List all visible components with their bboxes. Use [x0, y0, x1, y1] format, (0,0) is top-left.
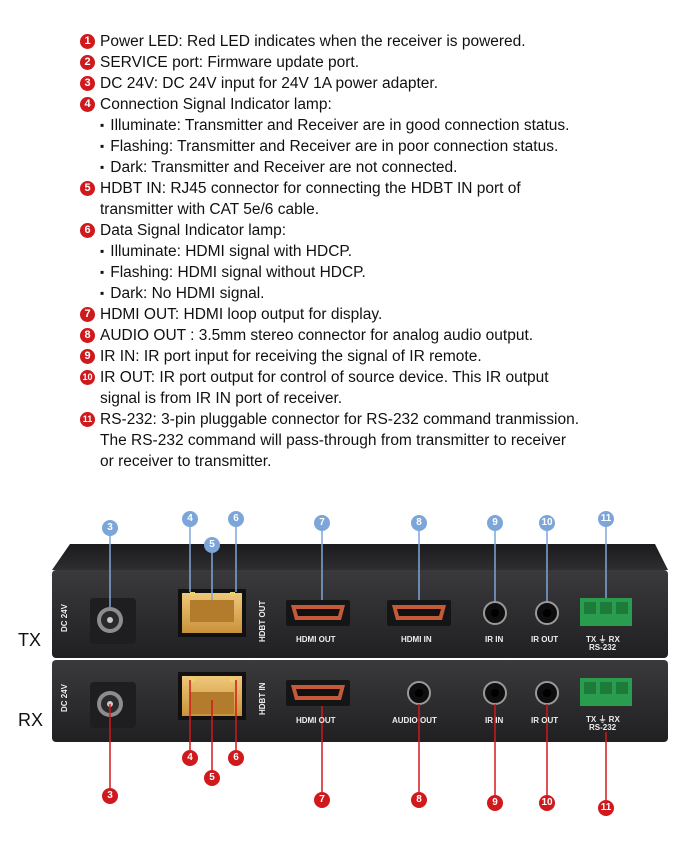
feature-number-badge: 5 [80, 181, 95, 196]
rx-callout-6: 6 [228, 750, 244, 766]
feature-sub-item: ▪ Illuminate: Transmitter and Receiver ar… [80, 115, 640, 136]
feature-sub-text: Flashing: HDMI signal without HDCP. [110, 264, 366, 281]
rx-hdbt-in-label: HDBT IN [258, 682, 267, 715]
feature-text: Power LED: Red LED indicates when the re… [100, 33, 526, 50]
tx-callout-8: 8 [411, 515, 427, 531]
feature-text: DC 24V: DC 24V input for 24V 1A power ad… [100, 75, 439, 92]
rx-side-label: RX [18, 710, 44, 730]
feature-text: IR OUT: IR port output for control of so… [100, 369, 549, 386]
rx-hdmi-out-label: HDMI OUT [296, 716, 336, 725]
feature-continuation: The RS-232 command will pass-through fro… [100, 432, 567, 449]
feature-item: 4 Connection Signal Indicator lamp: [80, 94, 640, 115]
tx-callout-lines [109, 527, 607, 607]
tx-callout-6: 6 [228, 511, 244, 527]
feature-list: 1 Power LED: Red LED indicates when the r… [80, 31, 640, 472]
feature-text: HDMI OUT: HDMI loop output for display. [100, 306, 383, 323]
tx-callout-5: 5 [204, 537, 220, 553]
tx-callout-10: 10 [539, 515, 555, 531]
feature-sub-item: ▪ Flashing: HDMI signal without HDCP. [80, 262, 640, 283]
rx-callout-7: 7 [314, 792, 330, 808]
feature-number-badge: 10 [80, 370, 95, 385]
rx-callout-10: 10 [539, 795, 555, 811]
feature-text: IR IN: IR port input for receiving the s… [100, 348, 482, 365]
tx-dc-label: DC 24V [60, 603, 69, 632]
rx-rs232-label: RS-232 [589, 723, 617, 732]
feature-item: 11 RS-232: 3-pin pluggable connector for … [80, 409, 640, 430]
feature-sub-item: ▪ Illuminate: HDMI signal with HDCP. [80, 241, 640, 262]
feature-item: 8 AUDIO OUT : 3.5mm stereo connector for … [80, 325, 640, 346]
bullet-icon: ▪ [100, 160, 105, 174]
feature-item: 5 HDBT IN: RJ45 connector for connecting … [80, 178, 640, 199]
rx-ir-in-label: IR IN [485, 716, 504, 725]
feature-number-badge: 1 [80, 34, 95, 49]
tx-device [52, 544, 668, 658]
feature-text: SERVICE port: Firmware update port. [100, 54, 360, 71]
feature-item: 1 Power LED: Red LED indicates when the r… [80, 31, 640, 52]
rx-device [52, 660, 668, 742]
feature-item: 7 HDMI OUT: HDMI loop output for display. [80, 304, 640, 325]
feature-item: 6 Data Signal Indicator lamp: [80, 220, 640, 241]
rx-callout-5: 5 [204, 770, 220, 786]
rx-callout-3: 3 [102, 788, 118, 804]
feature-item: 10 IR OUT: IR port output for control of … [80, 367, 640, 388]
feature-continuation: transmitter with CAT 5e/6 cable. [100, 201, 320, 218]
feature-item: 2 SERVICE port: Firmware update port. [80, 52, 640, 73]
rx-callout-8: 8 [411, 792, 427, 808]
rx-rs-pins-label: TX ⏚ RX [586, 715, 620, 724]
tx-hdmi-in-label: HDMI IN [401, 635, 432, 644]
rx-ir-out-label: IR OUT [531, 716, 559, 725]
feature-sub-text: Illuminate: HDMI signal with HDCP. [110, 243, 353, 260]
feature-number-badge: 6 [80, 223, 95, 238]
tx-callout-11: 11 [598, 511, 614, 527]
rx-dc-label: DC 24V [60, 683, 69, 712]
feature-text: AUDIO OUT : 3.5mm stereo connector for a… [100, 327, 534, 344]
bullet-icon: ▪ [100, 286, 105, 300]
feature-sub-text: Dark: No HDMI signal. [110, 285, 265, 302]
feature-sub-text: Flashing: Transmitter and Receiver are i… [110, 138, 559, 155]
bullet-icon: ▪ [100, 244, 105, 258]
feature-number-badge: 9 [80, 349, 95, 364]
feature-text: HDBT IN: RJ45 connector for connecting t… [100, 180, 521, 197]
rx-callout-9: 9 [487, 795, 503, 811]
feature-item: 3 DC 24V: DC 24V input for 24V 1A power a… [80, 73, 640, 94]
feature-continuation: or receiver to transmitter. [100, 453, 272, 470]
rx-callout-11: 11 [598, 800, 614, 816]
feature-text: Data Signal Indicator lamp: [100, 222, 287, 239]
device-illustration: DC 24V HDBT OUT HDMI OUT HDMI IN IR IN I… [0, 500, 680, 842]
tx-hdmi-out-label: HDMI OUT [296, 635, 336, 644]
feature-sub-item: ▪ Dark: Transmitter and Receiver are not … [80, 157, 640, 178]
tx-rs-pins-label: TX ⏚ RX [586, 635, 620, 644]
tx-side-label: TX [18, 630, 42, 650]
feature-number-badge: 2 [80, 55, 95, 70]
feature-number-badge: 4 [80, 97, 95, 112]
bullet-icon: ▪ [100, 265, 105, 279]
tx-callout-4: 4 [182, 511, 198, 527]
feature-number-badge: 7 [80, 307, 95, 322]
tx-ir-in-label: IR IN [485, 635, 504, 644]
bullet-icon: ▪ [100, 139, 105, 153]
tx-callout-9: 9 [487, 515, 503, 531]
feature-number-badge: 11 [80, 412, 95, 427]
feature-continuation: signal is from IR IN port of receiver. [100, 390, 343, 407]
feature-number-badge: 8 [80, 328, 95, 343]
device-svg [52, 527, 668, 800]
feature-text: RS-232: 3-pin pluggable connector for RS… [100, 411, 580, 428]
feature-sub-item: ▪ Dark: No HDMI signal. [80, 283, 640, 304]
feature-sub-item: ▪ Flashing: Transmitter and Receiver are … [80, 136, 640, 157]
feature-number-badge: 3 [80, 76, 95, 91]
feature-sub-text: Dark: Transmitter and Receiver are not c… [110, 159, 458, 176]
feature-item: 9 IR IN: IR port input for receiving the … [80, 346, 640, 367]
tx-hdbt-out-label: HDBT OUT [258, 600, 267, 642]
bullet-icon: ▪ [100, 118, 105, 132]
rx-audio-out-label: AUDIO OUT [392, 716, 437, 725]
tx-ir-out-label: IR OUT [531, 635, 559, 644]
tx-callout-3: 3 [102, 520, 118, 536]
rx-callout-lines [109, 680, 607, 800]
tx-rs232-label: RS-232 [589, 643, 617, 652]
feature-sub-text: Illuminate: Transmitter and Receiver are… [110, 117, 570, 134]
tx-callout-7: 7 [314, 515, 330, 531]
rx-callout-4: 4 [182, 750, 198, 766]
feature-text: Connection Signal Indicator lamp: [100, 96, 332, 113]
